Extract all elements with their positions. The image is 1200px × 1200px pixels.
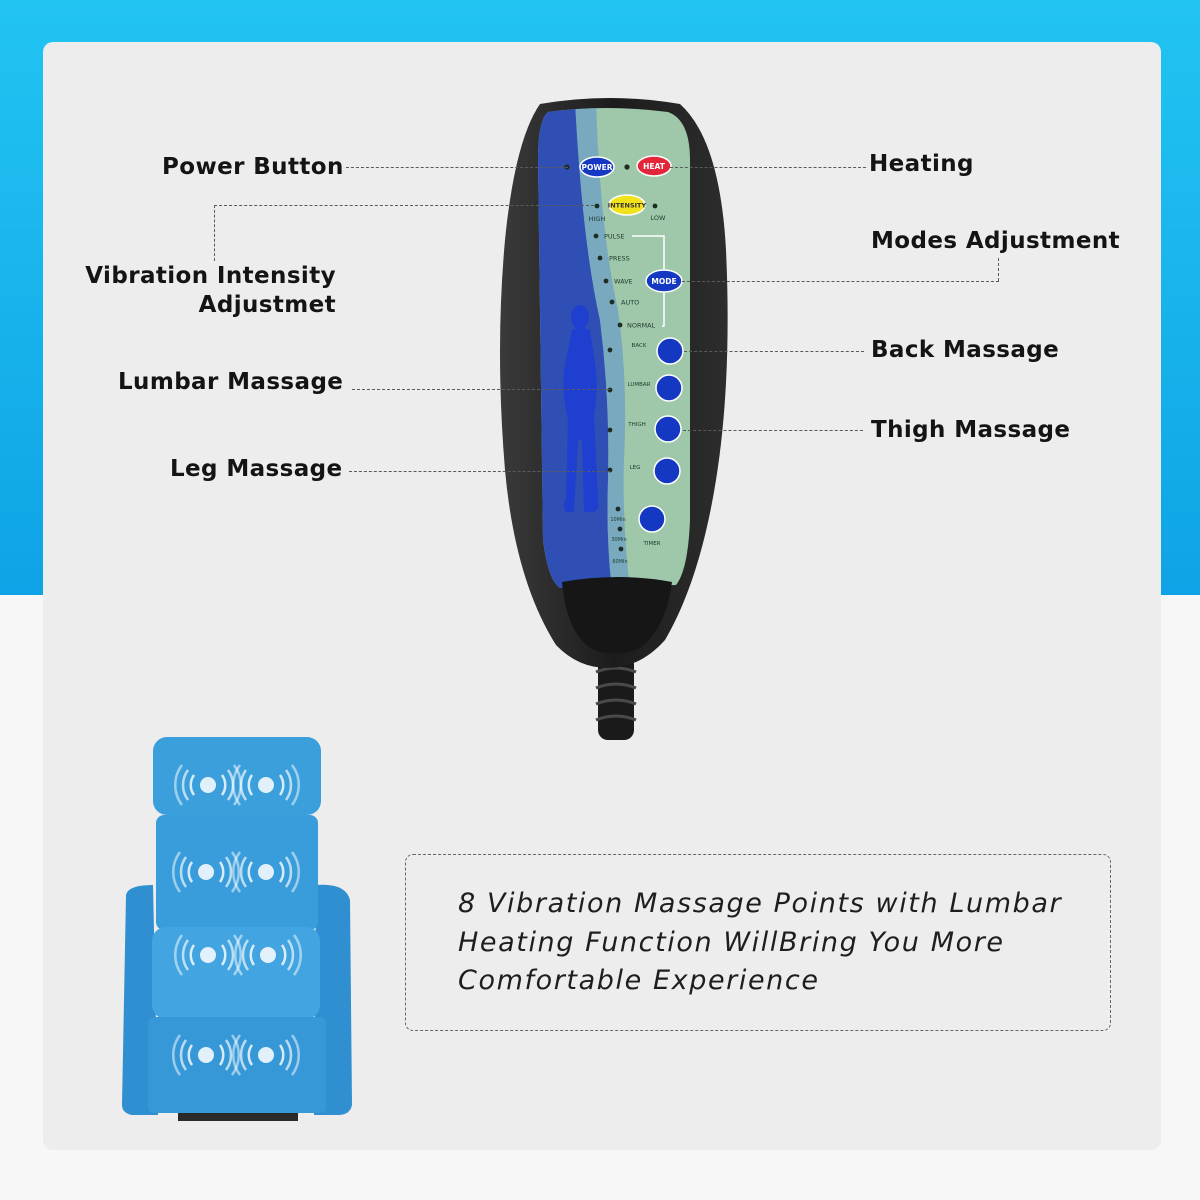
lumbar-massage-label: Lumbar Massage: [118, 369, 344, 395]
back-button[interactable]: [656, 337, 684, 365]
svg-text:60Min: 60Min: [612, 559, 627, 565]
vibration-intensity-label-line2: Adjustmet: [198, 292, 336, 318]
back-zone[interactable]: BACK: [607, 337, 684, 365]
power-button[interactable]: POWER: [579, 156, 615, 178]
mode-option-auto: AUTO: [609, 299, 639, 307]
lumbar-button[interactable]: [655, 374, 683, 402]
body-silhouette-icon: [563, 305, 599, 512]
mode-option-press: PRESS: [597, 255, 630, 263]
power-leader: [346, 167, 568, 168]
heating-leader: [670, 167, 866, 168]
svg-text:AUTO: AUTO: [621, 299, 639, 307]
back-leader: [684, 351, 864, 352]
vibration-intensity-label: Vibration Intensity Adjustmet: [85, 262, 336, 320]
mode-option-normal: NORMAL: [617, 322, 656, 330]
mode-button[interactable]: MODE: [645, 269, 683, 293]
intensity-low-label: LOW: [651, 214, 667, 222]
timer-options: 10Min 30Min 60Min: [610, 506, 628, 565]
intensity-leader-h: [214, 205, 594, 206]
timer-button-text: TIMER: [642, 541, 660, 547]
modes-adjustment-label: Modes Adjustment: [871, 228, 1120, 254]
thigh-button[interactable]: [654, 415, 682, 443]
svg-text:NORMAL: NORMAL: [627, 322, 656, 330]
modes-leader-v: [998, 258, 999, 281]
feature-callout-box: 8 Vibration Massage Points with Lumbar H…: [405, 854, 1111, 1031]
svg-text:THIGH: THIGH: [627, 422, 646, 428]
thigh-leader: [683, 430, 863, 431]
intensity-leader-v: [214, 205, 215, 261]
svg-text:30Min: 30Min: [611, 537, 626, 543]
leg-button[interactable]: [653, 457, 681, 485]
svg-text:WAVE: WAVE: [614, 278, 633, 286]
leg-leader: [349, 471, 610, 472]
massage-chair-image: [122, 737, 352, 1121]
intensity-button[interactable]: INTENSITY: [608, 194, 647, 216]
power-button-text: POWER: [581, 163, 612, 172]
mode-button-text: MODE: [651, 277, 676, 286]
leg-massage-label: Leg Massage: [170, 456, 343, 482]
svg-text:PULSE: PULSE: [604, 233, 625, 241]
back-massage-label: Back Massage: [871, 337, 1060, 363]
svg-text:PRESS: PRESS: [609, 255, 630, 263]
intensity-high-label: HIGH: [589, 215, 606, 223]
heating-label: Heating: [869, 151, 974, 177]
svg-text:LUMBAR: LUMBAR: [628, 382, 651, 388]
mode-option-pulse: PULSE: [593, 233, 625, 241]
modes-leader: [682, 281, 999, 282]
timer-button[interactable]: TIMER: [638, 505, 666, 547]
intensity-button-text: INTENSITY: [608, 202, 647, 210]
lumbar-leader: [352, 389, 610, 390]
remote-cable: [595, 655, 637, 740]
mode-option-wave: WAVE: [603, 278, 633, 286]
power-led: [564, 164, 570, 170]
thigh-zone[interactable]: THIGH: [607, 415, 682, 443]
lumbar-zone[interactable]: LUMBAR: [607, 374, 683, 402]
heat-led: [624, 164, 630, 170]
feature-callout-text: 8 Vibration Massage Points with Lumbar H…: [458, 888, 1063, 996]
svg-text:BACK: BACK: [632, 343, 647, 349]
heat-button[interactable]: HEAT: [636, 155, 672, 177]
heat-button-text: HEAT: [643, 162, 666, 171]
svg-text:10Min: 10Min: [610, 517, 625, 523]
power-button-label: Power Button: [162, 154, 344, 180]
svg-text:LEG: LEG: [630, 465, 641, 471]
vibration-intensity-label-line1: Vibration Intensity: [85, 263, 336, 289]
thigh-massage-label: Thigh Massage: [871, 417, 1071, 443]
